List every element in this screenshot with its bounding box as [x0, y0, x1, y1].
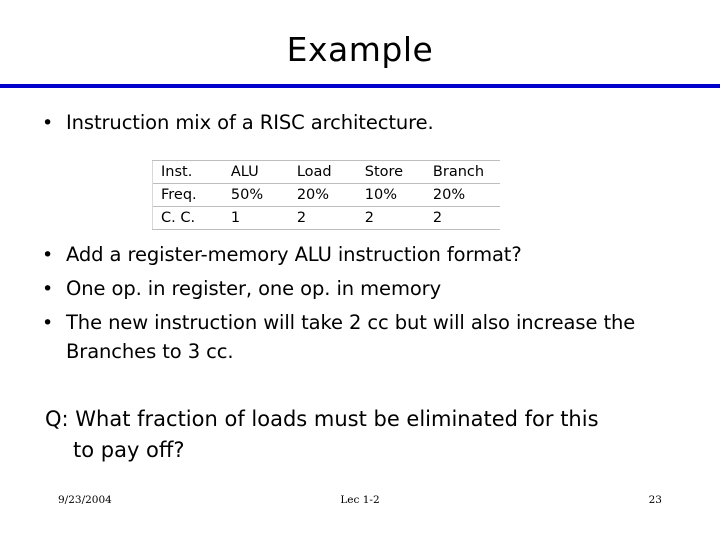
bullet-item-2: • Add a register-memory ALU instruction … [0, 240, 720, 270]
page-title: Example [286, 30, 434, 69]
table-header-store: Store [364, 160, 433, 184]
table-cell-freq-store: 10% [364, 183, 433, 207]
table-cell-cc-store: 2 [364, 206, 433, 230]
bullet-marker-icon: • [42, 312, 54, 334]
table-header-load: Load [296, 160, 365, 184]
bullet-text-4: The new instruction will take 2 cc but w… [66, 311, 636, 363]
table-row-label-cc: C. C. [151, 206, 231, 230]
table-header-branch: Branch [432, 160, 500, 184]
bullet-item-1: • Instruction mix of a RISC architecture… [0, 108, 720, 138]
bullet-marker-icon: • [42, 244, 54, 266]
bullet-marker-icon: • [42, 112, 54, 134]
table-cell-cc-load: 2 [296, 206, 365, 230]
table-row: Freq. 50% 20% 10% 20% [151, 183, 500, 207]
bullet-text-1: Instruction mix of a RISC architecture. [66, 111, 434, 134]
footer-date: 9/23/2004 [58, 494, 112, 506]
bullet-marker-icon: • [42, 278, 54, 300]
bullet-text-3: One op. in register, one op. in memory [66, 277, 442, 300]
bullet-item-3: • One op. in register, one op. in memory [0, 274, 720, 304]
table-row: C. C. 1 2 2 2 [151, 206, 500, 230]
footer-lecture-label: Lec 1-2 [340, 494, 380, 506]
table-cell-freq-load: 20% [296, 183, 365, 207]
table-cell-cc-alu: 1 [230, 206, 297, 230]
table-header-inst: Inst. [151, 160, 231, 184]
question-line-2: to pay off? [73, 438, 185, 462]
slide-body: • Instruction mix of a RISC architecture… [0, 108, 720, 368]
table-row-label-freq: Freq. [151, 183, 231, 207]
slide-footer: 9/23/2004 Lec 1-2 23 [0, 494, 720, 514]
title-divider-rule [0, 84, 720, 88]
table-cell-freq-alu: 50% [230, 183, 297, 207]
footer-page-number: 23 [648, 494, 662, 506]
table-header-alu: ALU [230, 160, 297, 184]
bullet-text-2: Add a register-memory ALU instruction fo… [66, 243, 522, 266]
question-block: Q: What fraction of loads must be elimin… [45, 404, 675, 466]
question-line-1: Q: What fraction of loads must be elimin… [45, 407, 599, 431]
instruction-mix-table: Inst. ALU Load Store Branch Freq. 50% 20… [151, 160, 500, 230]
table-cell-freq-branch: 20% [432, 183, 500, 207]
table-header-row: Inst. ALU Load Store Branch [151, 160, 500, 184]
table-cell-cc-branch: 2 [432, 206, 500, 230]
bullet-item-4: • The new instruction will take 2 cc but… [0, 308, 720, 366]
